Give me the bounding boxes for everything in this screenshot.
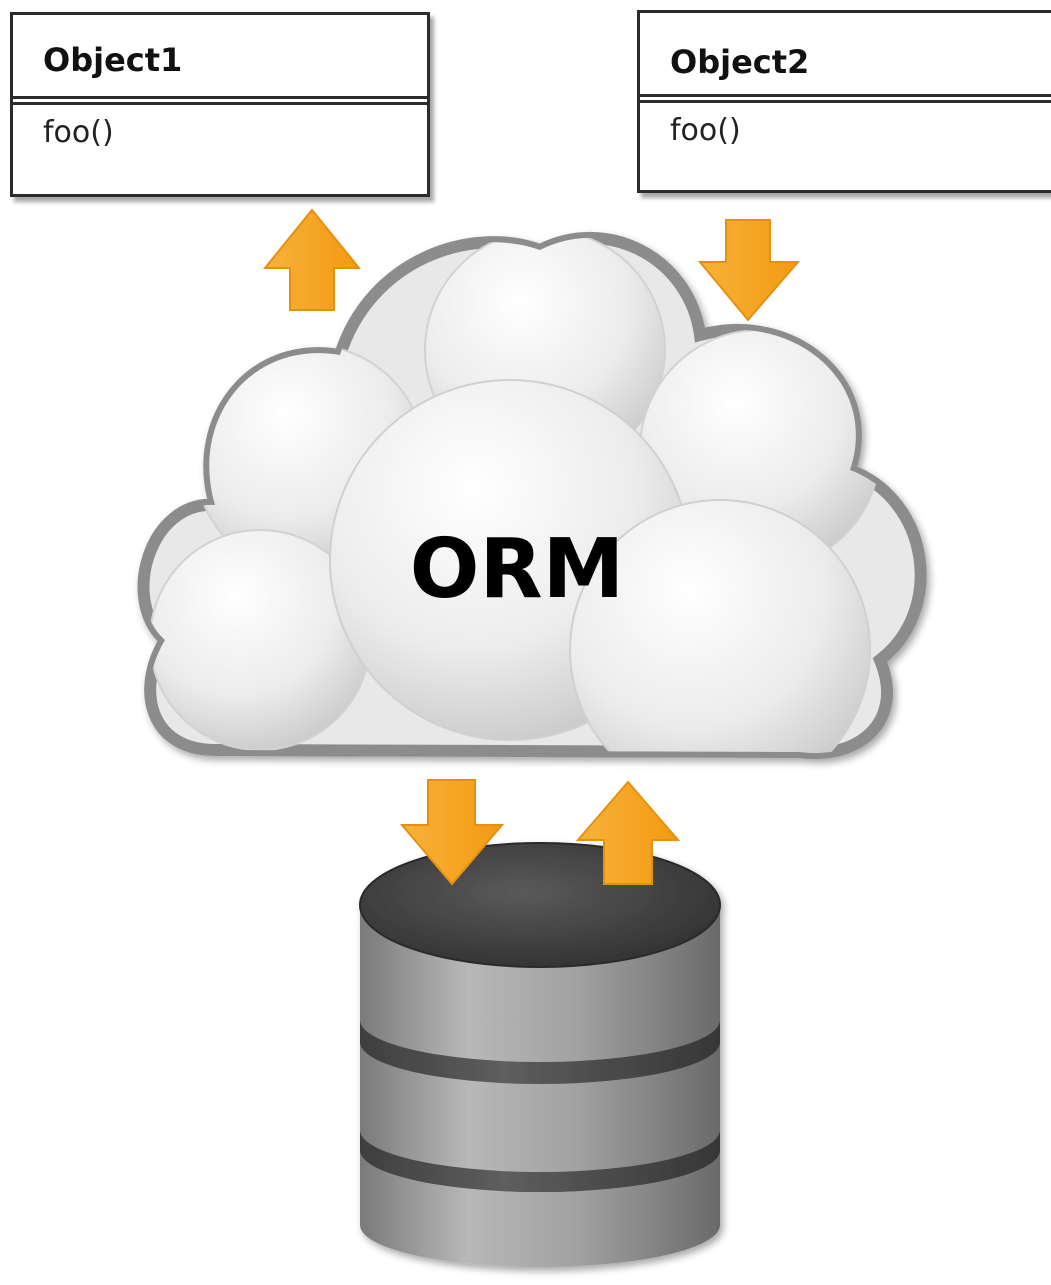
- object1-method: foo(): [43, 115, 114, 150]
- arrow-up-icon: [575, 780, 681, 885]
- object1-class-name: Object1: [13, 15, 427, 99]
- object2-divider: [640, 97, 1051, 103]
- object2-class-name: Object2: [640, 13, 1051, 97]
- orm-label: ORM: [410, 522, 624, 617]
- arrow-down-icon: [697, 219, 801, 322]
- database-icon: [359, 842, 721, 1267]
- object2-class-box: Object2 foo(): [637, 10, 1051, 193]
- cloud-icon: ORM: [137, 231, 927, 759]
- object1-divider: [13, 99, 427, 105]
- arrow-up-icon: [262, 208, 362, 311]
- object1-class-box: Object1 foo(): [10, 12, 430, 197]
- object2-method: foo(): [670, 113, 741, 148]
- arrow-down-icon: [399, 779, 505, 886]
